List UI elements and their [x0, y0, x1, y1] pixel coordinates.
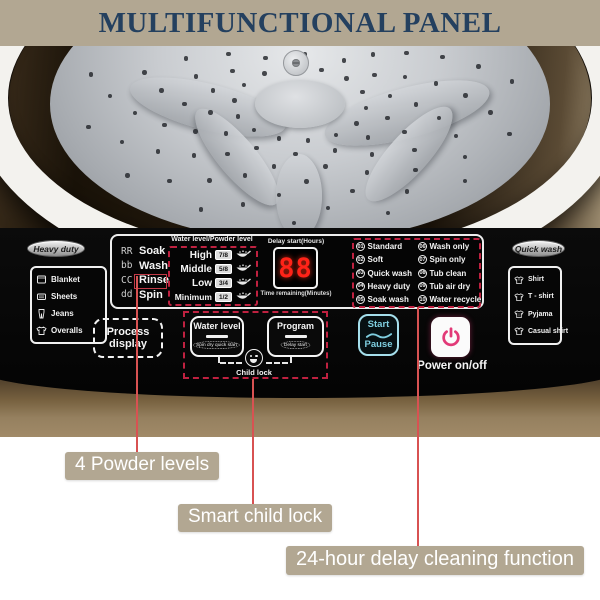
washer-drum-photo: [0, 46, 600, 235]
list-item: Pyjama: [514, 309, 556, 319]
power-button[interactable]: [431, 317, 470, 357]
program-highlight-box: [352, 238, 481, 308]
power-button-label: Power on/off: [417, 360, 487, 372]
heavy-duty-clothing-list: Blanket Sheets Jeans Overalls: [30, 266, 107, 344]
callout-line-powder: [136, 276, 138, 453]
overalls-icon: [36, 326, 47, 335]
powder-scoop-icon: [236, 250, 251, 257]
callout-powder-levels: 4 Powder levels: [65, 452, 220, 480]
connector-dashed-line: [266, 362, 288, 364]
connector-tick: [290, 357, 292, 363]
heavy-duty-badge: Heavy duty: [27, 240, 85, 257]
child-lock-label: Child lock: [236, 368, 272, 377]
blanket-icon: [37, 275, 46, 284]
process-display-area: Process display: [93, 318, 163, 358]
casual-shirt-icon: [514, 327, 524, 336]
callout-smart-child-lock: Smart child lock: [178, 504, 333, 532]
water-level-row: Minimum 1/2: [171, 291, 255, 303]
connector-tick: [218, 357, 220, 363]
wave-icon: [365, 333, 392, 339]
indicator-bar: [206, 335, 228, 338]
indicator-bar: [284, 335, 307, 338]
list-item: Casual shirt: [514, 326, 568, 336]
jeans-icon: [38, 309, 45, 319]
water-level-row: High 7/8: [171, 249, 255, 261]
powder-fraction-badge: 3/4: [215, 278, 232, 288]
water-level-row: Middle 5/8: [171, 263, 255, 275]
tshirt-icon: [514, 293, 524, 301]
list-item: Shirt: [514, 275, 556, 285]
power-icon: [441, 327, 460, 347]
tub-white-ring: [0, 46, 600, 235]
start-pause-button[interactable]: Start Pause: [358, 314, 399, 356]
powder-fraction-badge: 7/8: [215, 250, 232, 260]
callout-delay-function: 24-hour delay cleaning function: [286, 546, 584, 575]
water-level-list: High 7/8 Middle 5/8 Low 3/4 Minimum 1/2: [171, 249, 255, 303]
water-powder-header: Water level/Powder level: [171, 236, 253, 243]
connector-dashed-line: [220, 362, 242, 364]
list-item: Overalls: [36, 325, 101, 336]
list-item: Blanket: [36, 274, 101, 285]
quick-wash-clothing-list: Shirt T - shirt Pyjama Casual shirt: [508, 266, 568, 345]
child-lock-icon: [245, 349, 263, 367]
child-lock-highlight-box: [183, 311, 328, 379]
sheets-icon: [37, 293, 46, 300]
quick-wash-badge: Quick wash: [512, 240, 565, 257]
page-title: MULTIFUNCTIONAL PANEL: [98, 6, 502, 39]
pyjama-icon: [514, 310, 524, 319]
time-remaining-label: Time remaining(Minutes): [260, 291, 332, 297]
led-display: 88: [273, 247, 318, 289]
title-band: MULTIFUNCTIONAL PANEL: [0, 0, 600, 46]
rinse-highlight-box: [134, 274, 167, 289]
callout-line-childlock: [252, 379, 254, 505]
powder-scoop-icon: [236, 278, 251, 285]
led-value: 88: [278, 252, 313, 284]
powder-fraction-badge: 1/2: [215, 292, 232, 302]
powder-scoop-icon: [236, 264, 251, 271]
list-item: Sheets: [36, 291, 101, 302]
water-powder-highlight-box: [168, 246, 258, 306]
powder-scoop-icon: [236, 292, 251, 299]
shirt-icon: [514, 275, 524, 284]
water-level-button[interactable]: Water level Spin dry quick start: [190, 316, 244, 357]
delay-start-label: Delay start(Hours): [267, 238, 325, 245]
water-level-row: Low 3/4: [171, 277, 255, 289]
list-item: Jeans: [36, 308, 101, 319]
powder-fraction-badge: 5/8: [215, 264, 232, 274]
callout-line-delay: [417, 307, 419, 547]
program-button[interactable]: Program Delay start: [267, 316, 324, 357]
list-item: T - shirt: [514, 292, 556, 302]
